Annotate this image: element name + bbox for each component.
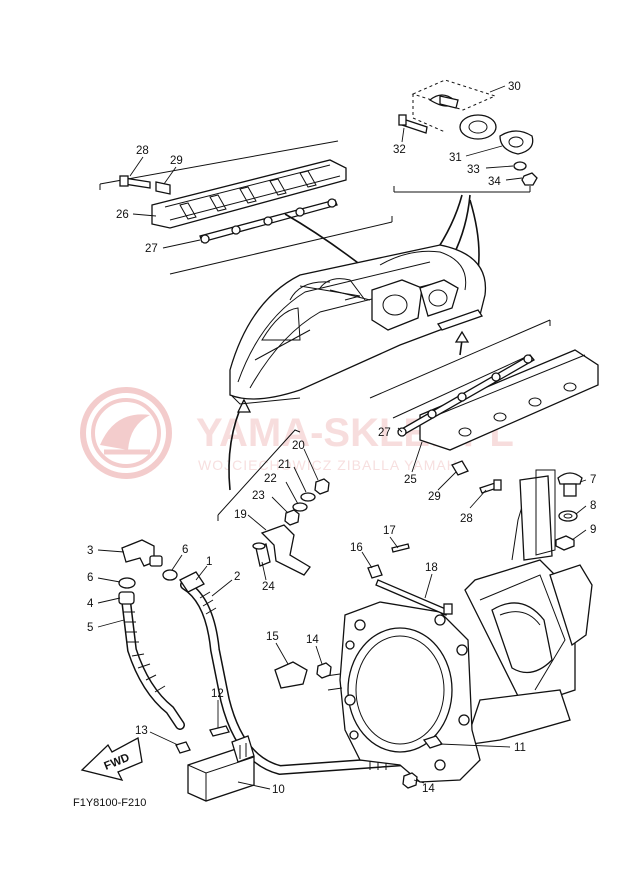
cable-tie-18 xyxy=(375,579,449,616)
collar-29-right xyxy=(451,460,469,476)
callout-3: 3 xyxy=(87,545,93,557)
engine-compartment xyxy=(371,279,459,331)
washer-22 xyxy=(292,502,308,512)
nut-9 xyxy=(555,535,575,551)
nut-20 xyxy=(314,478,330,495)
callout-6a: 6 xyxy=(182,544,188,556)
nut-23 xyxy=(284,509,300,526)
rail-26 xyxy=(151,159,347,229)
intake-duct xyxy=(464,689,571,746)
collar-29-top xyxy=(155,181,171,195)
callout-25: 25 xyxy=(404,474,417,486)
callout-32: 32 xyxy=(393,144,406,156)
clamp-6-upper xyxy=(162,569,178,581)
callout-11: 11 xyxy=(514,742,526,754)
callout-27a: 27 xyxy=(145,243,158,255)
pump-housing xyxy=(464,475,593,746)
callout-7: 7 xyxy=(590,474,596,486)
fitting-12 xyxy=(209,725,230,737)
callout-1: 1 xyxy=(206,556,212,568)
drain-plug-group xyxy=(535,469,583,556)
rail-right-assembly xyxy=(369,319,599,494)
callout-13: 13 xyxy=(135,725,148,737)
nut-14-lower xyxy=(402,772,418,789)
mount-bracket-group xyxy=(217,429,330,576)
clamp-6-lower xyxy=(118,577,136,589)
callout-34: 34 xyxy=(488,176,501,188)
callout-14b: 14 xyxy=(422,783,435,795)
callout-15: 15 xyxy=(266,631,279,643)
callout-12: 12 xyxy=(211,688,224,700)
washer-21 xyxy=(300,492,316,502)
callout-33: 33 xyxy=(467,164,480,176)
sensor-group xyxy=(175,725,255,802)
clamp-30 xyxy=(428,94,459,109)
callout-28b: 28 xyxy=(460,513,473,525)
callout-27b: 27 xyxy=(378,427,391,439)
washer-8 xyxy=(558,510,578,522)
watermark-subtitle: WOJCIECHOWICZ ZIBALLA YAMAHA xyxy=(198,457,468,473)
callout-29b: 29 xyxy=(428,491,441,503)
engine-plate xyxy=(325,601,481,783)
rail-25 xyxy=(419,349,599,451)
callout-8: 8 xyxy=(590,500,596,512)
rail-left-assembly xyxy=(99,140,393,275)
callout-14a: 14 xyxy=(306,634,319,646)
callout-19: 19 xyxy=(234,509,247,521)
callout-17: 17 xyxy=(383,525,396,537)
watercraft-hull xyxy=(229,244,487,405)
callout-10: 10 xyxy=(272,784,285,796)
callout-4: 4 xyxy=(87,598,94,610)
bracket-19 xyxy=(260,524,311,576)
callout-23: 23 xyxy=(252,490,265,502)
fwd-arrow: FWD xyxy=(80,736,143,781)
elbow-3 xyxy=(121,539,155,567)
hose-group xyxy=(118,539,425,776)
callout-5: 5 xyxy=(87,622,93,634)
fitting-13 xyxy=(175,741,191,754)
callout-9: 9 xyxy=(590,524,596,536)
washer-33 xyxy=(513,161,527,171)
gasket-31a xyxy=(459,114,497,140)
exhaust-assembly xyxy=(393,79,538,193)
gasket-31 xyxy=(499,130,534,155)
diagram-code: F1Y8100-F210 xyxy=(73,797,146,809)
callout-18: 18 xyxy=(425,562,438,574)
callout-16: 16 xyxy=(350,542,363,554)
callouts: 1 2 3 4 5 6 6 7 8 9 10 11 12 13 14 14 15… xyxy=(87,81,596,796)
callout-30: 30 xyxy=(508,81,521,93)
callout-28a: 28 xyxy=(136,145,149,157)
plug-7 xyxy=(557,472,583,485)
callout-26: 26 xyxy=(116,209,129,221)
intake-grate xyxy=(436,309,484,331)
nut-34 xyxy=(521,172,538,186)
hose-end-4 xyxy=(118,591,135,605)
callout-31: 31 xyxy=(449,152,462,164)
nut-14-upper xyxy=(316,662,332,679)
callout-21: 21 xyxy=(278,459,291,471)
callout-24: 24 xyxy=(262,581,275,593)
watermark-logo xyxy=(80,387,172,479)
callout-20: 20 xyxy=(292,440,305,452)
cover-15 xyxy=(274,661,308,689)
callout-6b: 6 xyxy=(87,572,93,584)
callout-2: 2 xyxy=(234,571,240,583)
pin-17 xyxy=(391,543,410,553)
callout-22: 22 xyxy=(264,473,277,485)
clip-16 xyxy=(367,564,383,579)
callout-29a: 29 xyxy=(170,155,183,167)
